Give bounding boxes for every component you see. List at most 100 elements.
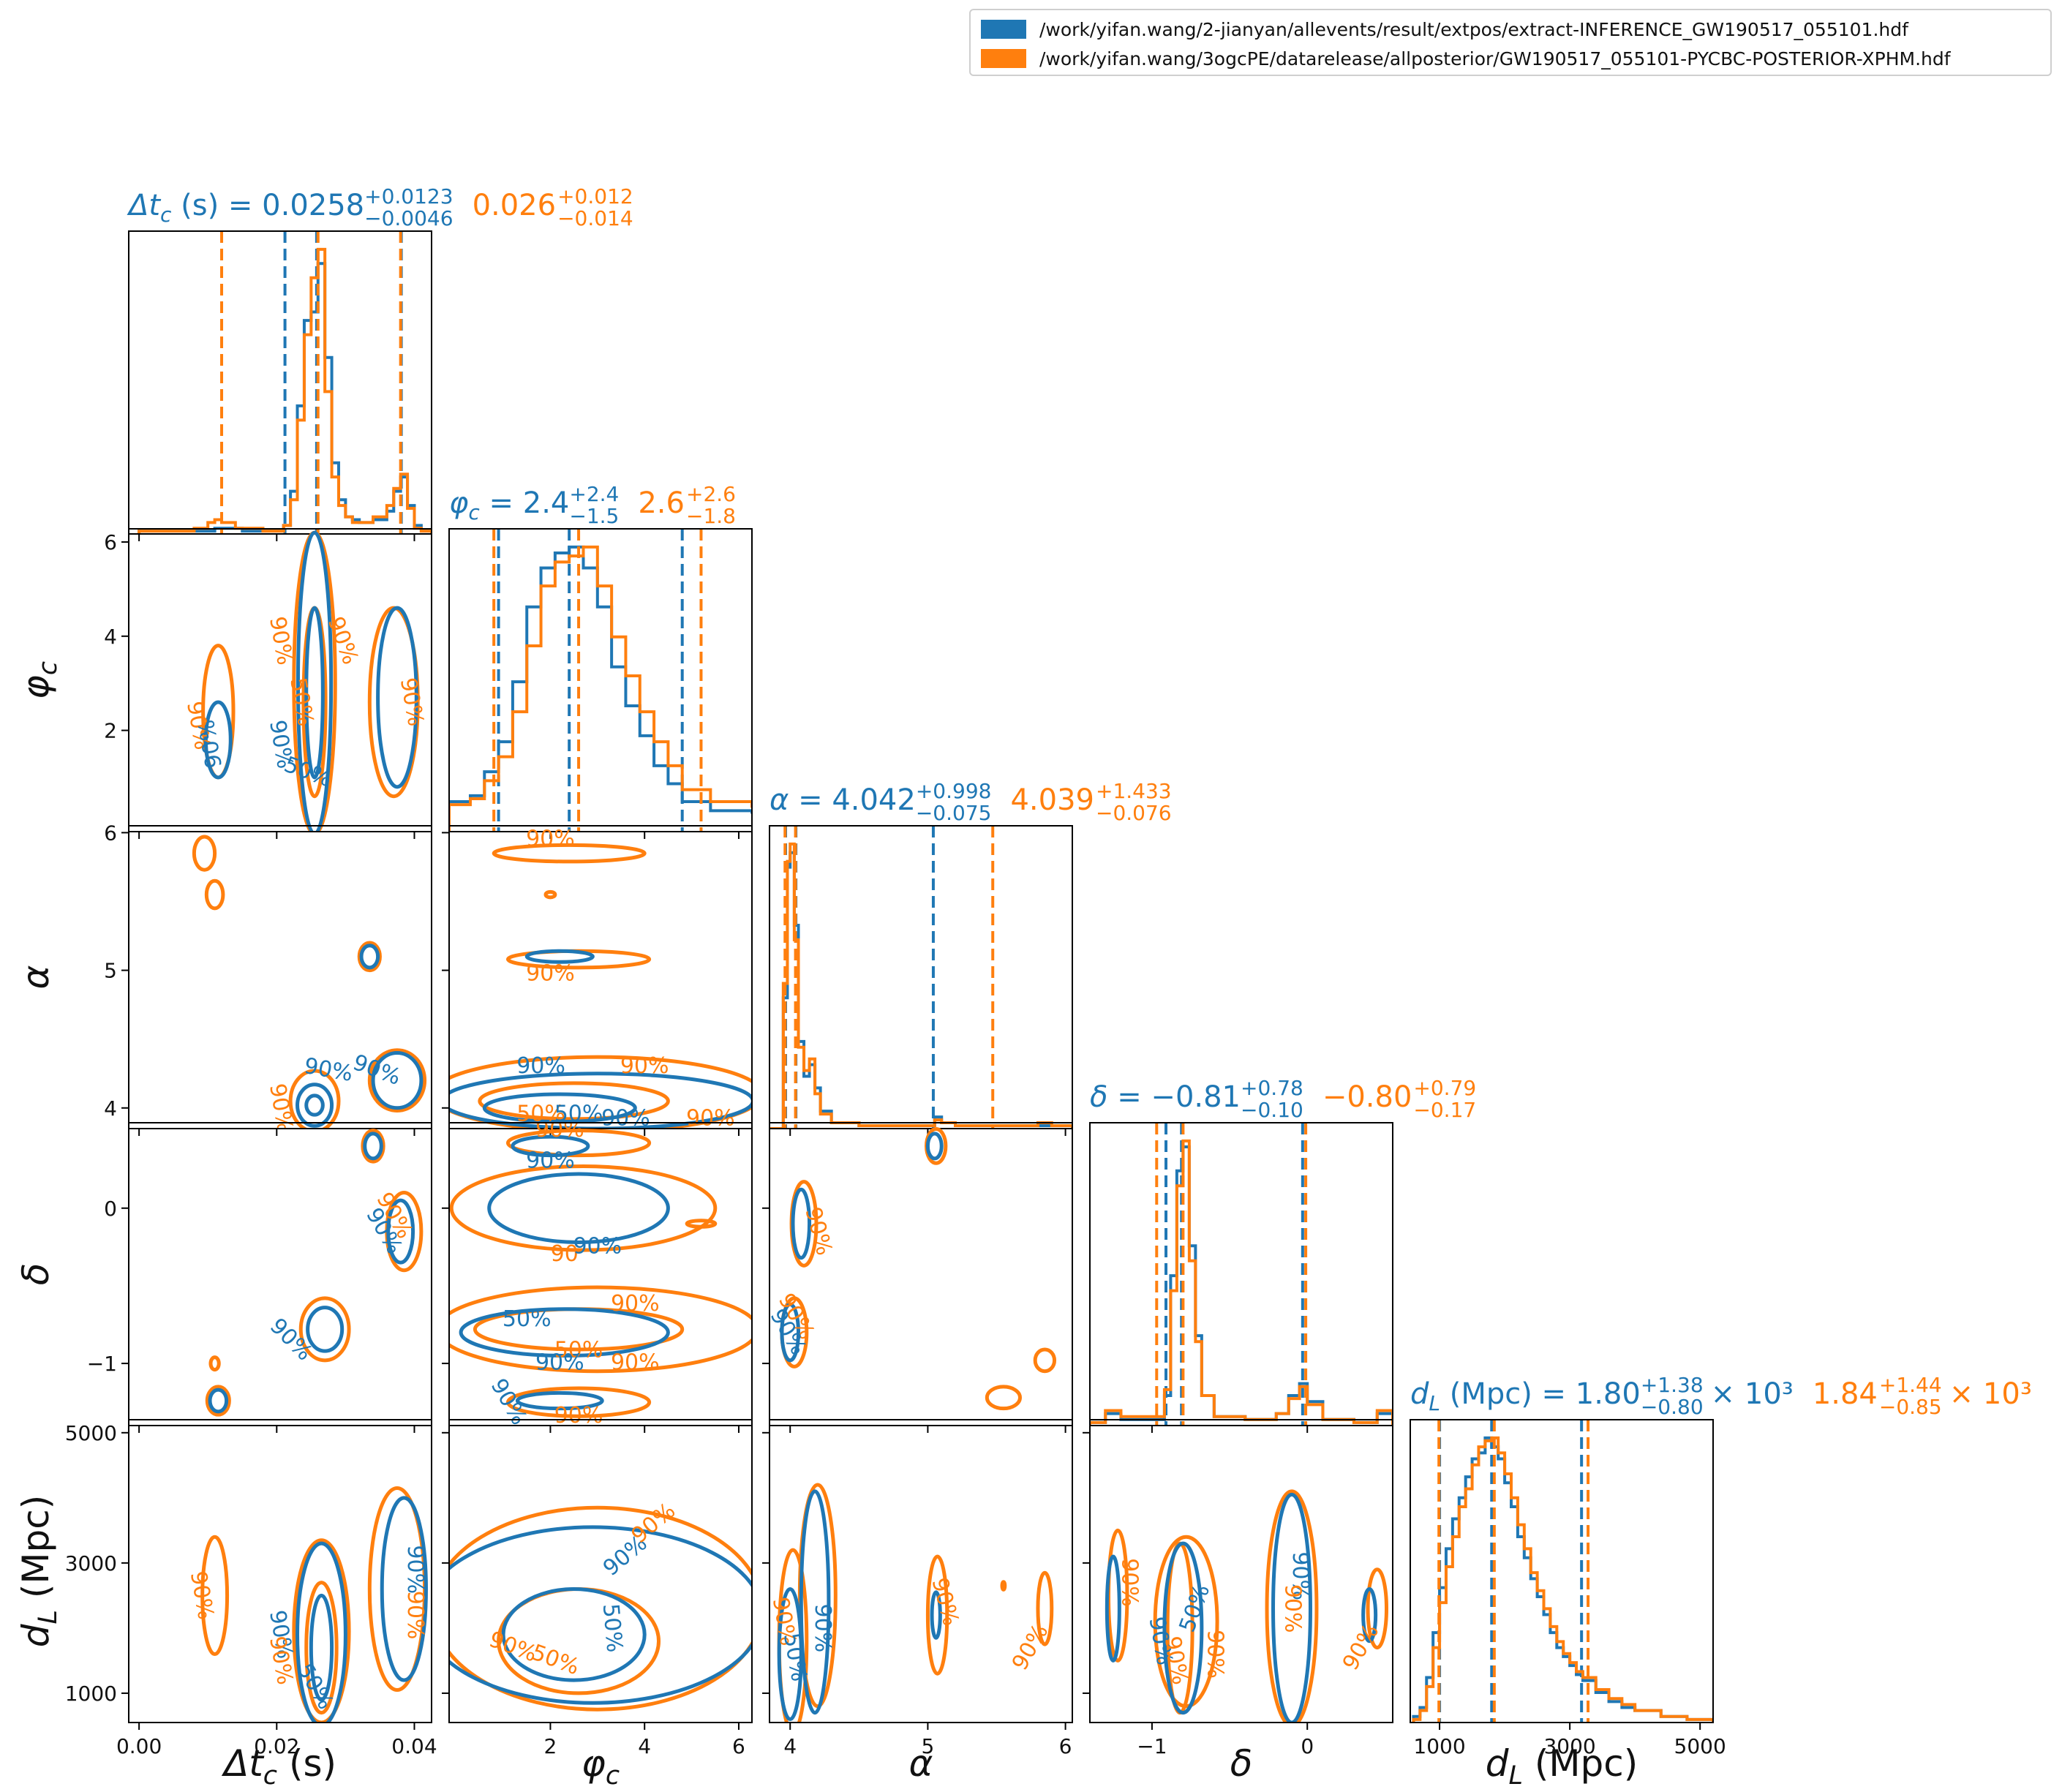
hist-title-orange-alpha: 4.039 (1010, 783, 1094, 817)
y-tick-label: 5 (104, 959, 117, 983)
title-plus-orange: +0.012 (557, 184, 633, 208)
contour-label: 50% (554, 1338, 603, 1363)
x-tick-label: 4 (783, 1734, 797, 1758)
x-axis-title-dl: dL (Mpc) (1486, 1742, 1638, 1791)
axis-symbol: α (909, 1742, 933, 1785)
title-minus-orange: −1.8 (686, 504, 736, 528)
title-subscript: c (468, 500, 480, 524)
title-symbol: d (1410, 1377, 1429, 1411)
hist-plot-area (1090, 1123, 1393, 1426)
hist-title-dl: dL (Mpc) = 1.80+1.38−0.80 (1410, 1373, 1704, 1419)
title-plus-blue: +0.0123 (364, 184, 453, 208)
contour-blue (524, 949, 595, 964)
title-symbol: α (770, 783, 789, 817)
y-tick-label: −1 (87, 1352, 117, 1376)
title-plus-blue: +0.998 (916, 779, 992, 803)
panel-alpha-vs-dtc: 90%90%90%456 (104, 821, 432, 1136)
title-subscript: c (160, 203, 172, 227)
title-minus-orange: −0.17 (1413, 1098, 1476, 1122)
contour-label: 90 (551, 1241, 579, 1267)
contour-blue (1105, 1554, 1121, 1663)
x-tick-label: 4 (638, 1734, 651, 1758)
contour-label: 90% (611, 1291, 660, 1317)
contour-blue (304, 1093, 325, 1117)
contour-blue (203, 700, 233, 780)
contour-label: 90% (1287, 1551, 1313, 1600)
hist-title-dtc: Δtc (s) = 0.0258+0.0123−0.0046 (127, 184, 454, 230)
title-minus-blue: −0.075 (916, 801, 992, 825)
y-tick-label: 1000 (65, 1682, 117, 1706)
y-axis-title-dl: dL (Mpc) (15, 1495, 63, 1648)
panel-frame (128, 1419, 432, 1723)
axis-symbol: Δt (221, 1742, 265, 1785)
panel-frame (1089, 1419, 1393, 1723)
axis-subscript: L (34, 1610, 63, 1625)
contour-orange (1153, 1535, 1219, 1709)
contour-blue (296, 1541, 347, 1723)
x-tick-label: 6 (732, 1734, 745, 1758)
panel-frame (769, 1419, 1073, 1723)
contour-orange (449, 1055, 752, 1129)
contour-orange (449, 1285, 752, 1374)
contour-blue (1162, 1541, 1204, 1715)
contour-orange (208, 1355, 221, 1372)
hist-blue-delta (1090, 1145, 1393, 1426)
y-axis-title-delta: δ (15, 1263, 57, 1286)
title-median-blue: = −0.81 (1107, 1080, 1241, 1114)
contour-orange (288, 1069, 341, 1129)
panel-delta-vs-dtc: 90%90%90%−10 (87, 1122, 432, 1433)
title-minus-orange: −0.076 (1096, 801, 1172, 825)
panel-plot-area: 90%90%90%90%50%50%90%90% (449, 826, 752, 1129)
hist-frame-dtc (128, 230, 432, 535)
contour-blue (449, 1072, 752, 1129)
contour-orange (304, 1581, 339, 1715)
hist-title-delta: δ = −0.81+0.78−0.10 (1090, 1076, 1303, 1122)
contour-orange (298, 1296, 351, 1363)
title-exp-orange: × 10³ (1949, 1377, 2032, 1411)
x-tick-label: 6 (1059, 1734, 1072, 1758)
contour-label: 90% (350, 1050, 405, 1091)
contour-orange (192, 835, 217, 872)
axis-subscript: L (1508, 1761, 1523, 1791)
contour-label: 90% (1007, 1619, 1054, 1674)
title-exp-blue: × 10³ (1711, 1377, 1794, 1411)
axis-symbol: φ (15, 675, 57, 699)
contour-blue (363, 1132, 383, 1161)
hist-frame-alpha (769, 825, 1073, 1129)
panel-frame (128, 1122, 432, 1426)
legend-label-blue: /work/yifan.wang/2-jianyan/allevents/res… (1039, 18, 1908, 40)
contour-blue (449, 1525, 752, 1705)
x-tick-label: 3000 (1543, 1734, 1595, 1758)
contour-blue (296, 1083, 334, 1128)
axis-subscript: c (34, 661, 63, 675)
contour-blue (306, 1306, 345, 1353)
contour-label: 90% (573, 1233, 622, 1259)
title-minus-orange: −0.014 (557, 206, 633, 230)
legend-swatch-orange (981, 49, 1026, 68)
contour-label: 50% (598, 1603, 628, 1653)
contour-blue (925, 1132, 944, 1161)
panel-frame (448, 825, 753, 1129)
contour-label: 90% (1202, 1630, 1227, 1679)
contour-label: 90% (526, 1148, 575, 1174)
contour-label: 90% (395, 676, 429, 729)
contour-blue (1361, 1586, 1378, 1644)
panel-plot-area: 90%50%90%90%90% (770, 1483, 1054, 1723)
title-minus-blue: −0.80 (1641, 1395, 1704, 1419)
contour-orange (1366, 1567, 1389, 1650)
contour-blue (380, 1496, 428, 1682)
title-symbol: δ (1090, 1080, 1107, 1114)
contour-label: 90% (1280, 1584, 1306, 1633)
panel-frame (128, 528, 432, 832)
y-tick-label: 3000 (65, 1551, 117, 1575)
panel-plot-area: 90%50%50%90%90% (449, 1498, 752, 1712)
hist-plot-area (1412, 1420, 1713, 1723)
title-minus-blue: −0.0046 (364, 206, 453, 230)
contour-orange (478, 1081, 670, 1121)
